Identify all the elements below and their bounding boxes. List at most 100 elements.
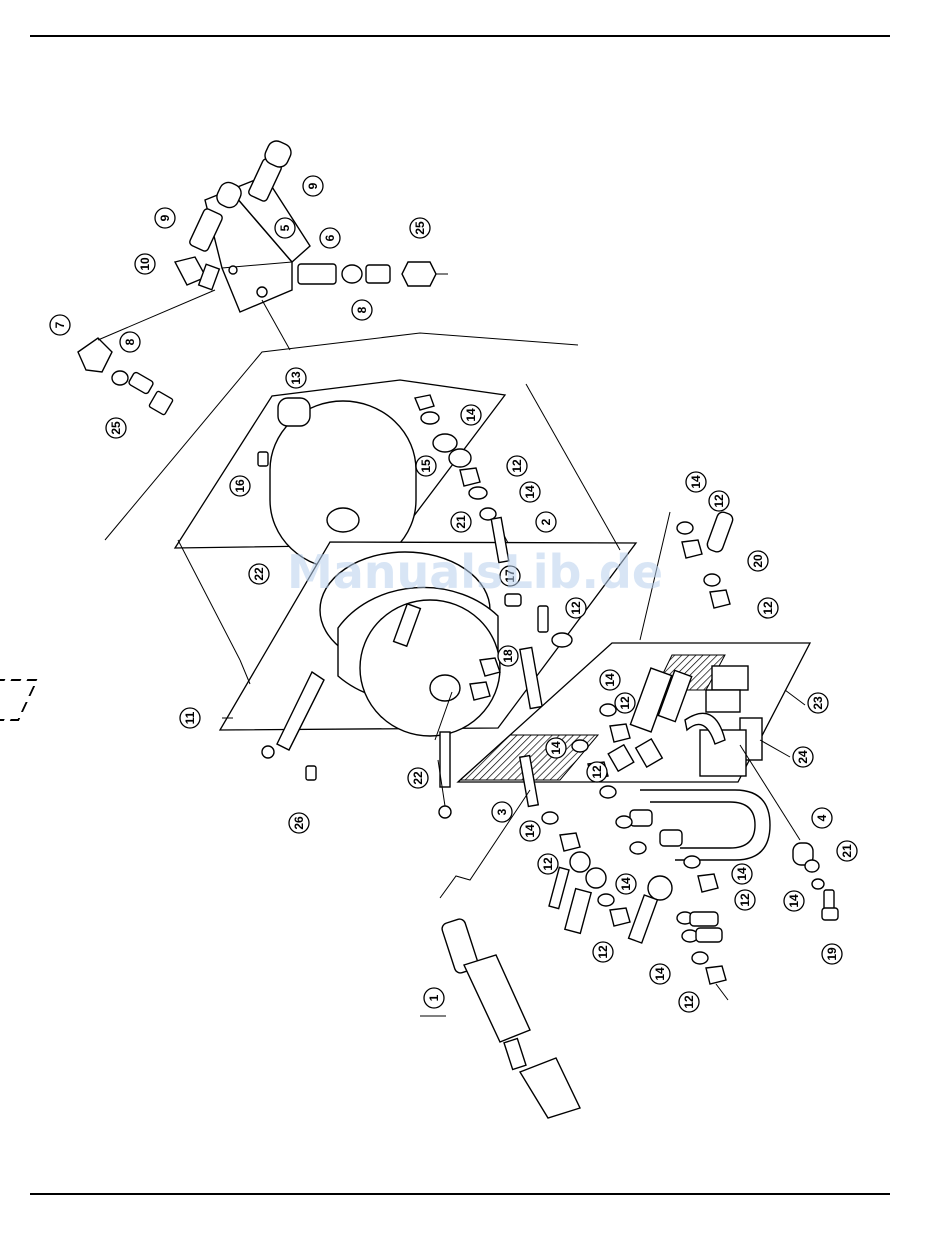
part-callout: 12	[587, 762, 607, 782]
part-callout: 2	[536, 512, 556, 532]
part-callout: 12	[593, 942, 613, 962]
part-callout-label: 14	[689, 475, 703, 489]
part-callout: 22	[249, 564, 269, 584]
screw-16	[258, 452, 268, 466]
part-callout-label: 22	[411, 771, 425, 785]
part-callout-label: 25	[109, 421, 123, 435]
part-callout-label: 14	[549, 741, 563, 755]
part-callout: 24	[793, 747, 813, 767]
part-callout: 7	[50, 315, 70, 335]
screw-26	[306, 766, 316, 780]
part-callout-label: 12	[596, 945, 610, 959]
part-callout: 16	[230, 476, 250, 496]
part-callout-label: 6	[323, 234, 337, 241]
part-callout: 12	[538, 854, 558, 874]
part-callout-label: 7	[53, 321, 67, 328]
part-callout: 14	[520, 821, 540, 841]
part-callout-label: 12	[618, 696, 632, 710]
part-callout-label: 14	[619, 877, 633, 891]
part-callout-label: 14	[523, 824, 537, 838]
part-callout: 12	[709, 491, 729, 511]
part-callout-label: 12	[761, 601, 775, 615]
part-callout-label: 12	[569, 601, 583, 615]
part-callout: 20	[748, 551, 768, 571]
part-callout-label: 12	[712, 494, 726, 508]
part-callout: 6	[320, 228, 340, 248]
wire-harness	[630, 790, 770, 860]
part-callout-label: 14	[787, 894, 801, 908]
part-callout: 10	[135, 254, 155, 274]
shaft-line	[262, 300, 290, 350]
part-callout: 12	[615, 693, 635, 713]
nut-10	[175, 257, 219, 290]
part-callout: 14	[546, 738, 566, 758]
part-callout: 14	[732, 864, 752, 884]
part-callout: 1	[424, 988, 444, 1008]
part-callout-label: 10	[138, 257, 152, 271]
part-callout: 25	[106, 418, 126, 438]
part-callout-label: 2	[539, 518, 553, 525]
part-callout-label: 19	[825, 947, 839, 961]
part-callout: 8	[120, 332, 140, 352]
part-callout: 5	[275, 218, 295, 238]
part-callout: 12	[679, 992, 699, 1012]
part-callout: 12	[566, 598, 586, 618]
part-callout-label: 12	[738, 893, 752, 907]
part-callout-label: 3	[495, 808, 509, 815]
part-callout-label: 17	[503, 569, 517, 583]
part-callout-label: 15	[419, 459, 433, 473]
part-callout: 12	[507, 456, 527, 476]
part-callout-label: 5	[278, 224, 292, 231]
part-callout-label: 12	[590, 765, 604, 779]
part-callout-label: 12	[682, 995, 696, 1009]
part-callout-label: 24	[796, 750, 810, 764]
part-callout-label: 12	[510, 459, 524, 473]
part-callout: 14	[784, 891, 804, 911]
part-callout: 15	[416, 456, 436, 476]
part-callout: 13	[286, 368, 306, 388]
part-callout: 21	[451, 512, 471, 532]
part-callout: 17	[500, 566, 520, 586]
part-callout: 3	[492, 802, 512, 822]
part-callout-label: 20	[751, 554, 765, 568]
part-callout: 26	[289, 813, 309, 833]
part-callout-label: 9	[158, 214, 172, 221]
part-callout-label: 16	[233, 479, 247, 493]
part-callout-label: 14	[735, 867, 749, 881]
part-callout-label: 13	[289, 371, 303, 385]
part-callout-label: 18	[501, 649, 515, 663]
part-callout: 18	[498, 646, 518, 666]
part-callout: 11	[180, 708, 200, 728]
dashed-cutout	[0, 680, 37, 720]
part-callout: 23	[808, 693, 828, 713]
part-callout: 14	[650, 964, 670, 984]
part-callout-label: 26	[292, 816, 306, 830]
part-callout-label: 21	[454, 515, 468, 529]
part-callout-label: 12	[541, 857, 555, 871]
part-callout-label: 4	[815, 814, 829, 821]
elbow-fitting-7	[78, 290, 215, 372]
part-callout: 14	[600, 670, 620, 690]
part-callout-label: 25	[413, 221, 427, 235]
part-callout-label: 8	[355, 306, 369, 313]
part-callout: 8	[352, 300, 372, 320]
part-callout-label: 11	[183, 711, 197, 724]
part-callout-label: 9	[306, 182, 320, 189]
part-callout-label: 23	[811, 696, 825, 710]
part-callout: 14	[461, 405, 481, 425]
part-callout: 12	[758, 598, 778, 618]
part-callout-label: 14	[464, 408, 478, 422]
part-callout: 9	[155, 208, 175, 228]
part-callout: 4	[812, 808, 832, 828]
part-callout: 21	[837, 841, 857, 861]
part-callout-label: 14	[523, 485, 537, 499]
part-callout-label: 8	[123, 338, 137, 345]
part-callout: 22	[408, 768, 428, 788]
part-callout-label: 14	[653, 967, 667, 981]
side-fitting-chain	[298, 262, 448, 286]
standoff-1	[441, 918, 580, 1118]
part-callout-label: 1	[427, 994, 441, 1001]
upper-right-hardware	[677, 510, 734, 608]
part-callout: 14	[616, 874, 636, 894]
